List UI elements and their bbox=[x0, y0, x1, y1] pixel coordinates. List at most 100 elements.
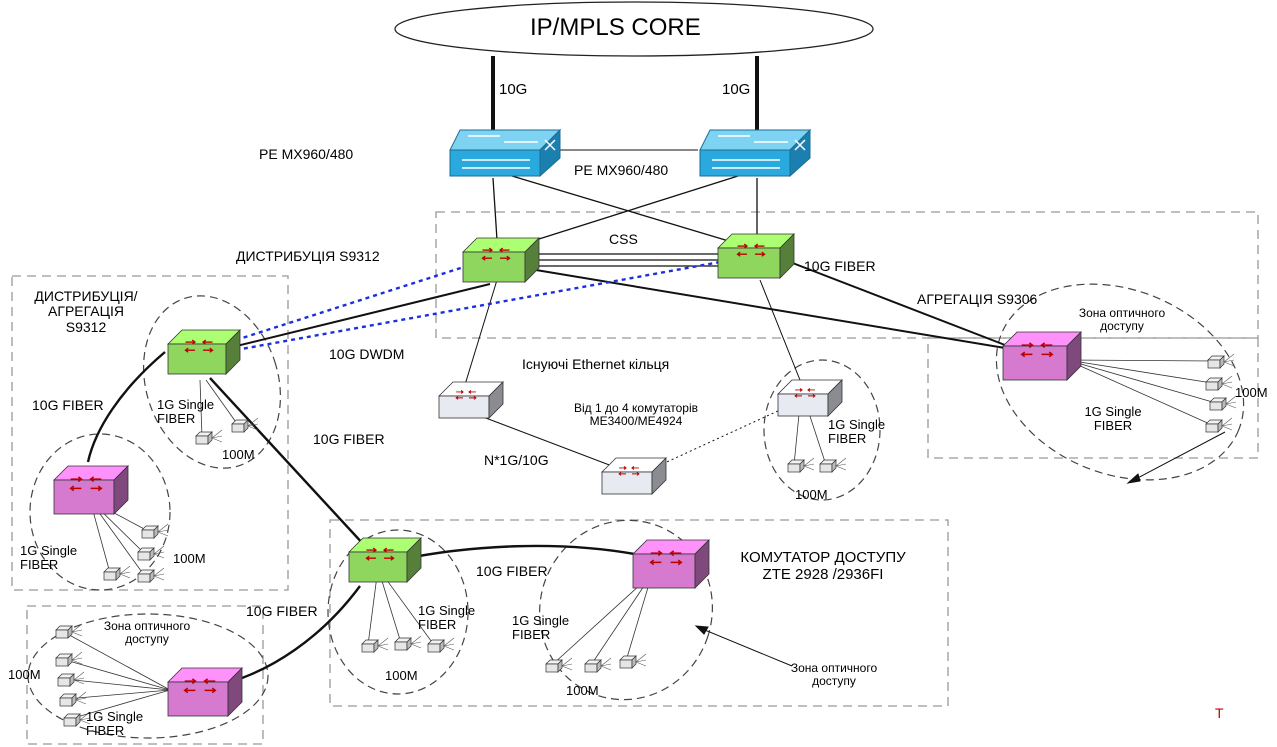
agg-access-node-1 bbox=[1066, 353, 1235, 369]
bottom-left-access-node-4 bbox=[59, 689, 171, 707]
left-speed-bottom-label: 100M bbox=[173, 551, 206, 566]
agg-single-label: 1G Single FIBER bbox=[1078, 404, 1148, 434]
bottom-left-zone-line1: Зона оптичного bbox=[103, 619, 191, 633]
agg-zone-line1: Зона оптичного bbox=[1078, 306, 1166, 320]
left-agg-access-node-4 bbox=[89, 499, 169, 539]
bottom-left-access-node-3 bbox=[57, 671, 171, 691]
access-single-line2: FIBER bbox=[512, 627, 551, 643]
css-label: CSS bbox=[609, 231, 638, 247]
zone-ellipses bbox=[27, 283, 1245, 739]
access-single-line1: 1G Single bbox=[512, 613, 570, 628]
pe-router-left bbox=[449, 128, 562, 178]
distribution-switch-left bbox=[462, 237, 540, 283]
distribution-switch-right bbox=[717, 233, 795, 279]
uplink-left-label: 10G bbox=[499, 81, 528, 98]
dist-agg-line1: ДИСТРИБУЦІЯ/ bbox=[34, 288, 138, 304]
agg-speed-label: 100M bbox=[1235, 385, 1268, 400]
left-fiber-mid-label: 10G FIBER bbox=[313, 431, 385, 447]
left-speed-top-label: 100M bbox=[222, 447, 255, 462]
dist-agg-line3: S9312 bbox=[65, 318, 107, 335]
arrow-agg-zone bbox=[1129, 431, 1226, 483]
ring-speed-label: 100M bbox=[795, 487, 828, 502]
access-title-line1: КОМУТАТОР ДОСТУПУ bbox=[740, 549, 906, 566]
bottom-center-access-node-1 bbox=[361, 567, 389, 653]
access-speed-label: 100M bbox=[566, 683, 599, 698]
pe-right-label: PE MX960/480 bbox=[574, 162, 669, 178]
agg-access-node-3 bbox=[1066, 359, 1237, 411]
distribution-label: ДИСТРИБУЦІЯ S9312 bbox=[236, 248, 380, 264]
left-single-bottom-line1: 1G Single bbox=[20, 543, 78, 558]
ip-mpls-core-ellipse bbox=[394, 1, 874, 57]
access-group-box bbox=[329, 519, 949, 707]
distribution-fiber-label: 10G FIBER bbox=[804, 258, 876, 274]
zone-ellipse-ring-right bbox=[763, 359, 881, 501]
dist-agg-access-node-2 bbox=[205, 379, 259, 433]
access-node-2 bbox=[584, 573, 653, 673]
dist-agg-label: ДИСТРИБУЦІЯ/ АГРЕГАЦІЯ S9312 bbox=[16, 288, 156, 335]
arrow-access-zone bbox=[699, 627, 793, 667]
agg-s9306-label: АГРЕГАЦІЯ S9306 bbox=[917, 291, 1038, 307]
core-title: IP/MPLS CORE bbox=[530, 14, 701, 41]
bottom-center-dist-switch bbox=[348, 537, 422, 583]
left-fiber-label: 10G FIBER bbox=[32, 397, 104, 413]
arrows bbox=[694, 431, 1226, 667]
bottom-center-single-label: 1G Single FIBER bbox=[418, 603, 476, 633]
bottom-left-agg-switch bbox=[167, 667, 243, 717]
pe-router-right bbox=[699, 128, 812, 178]
zone-ellipse-agg-s9306 bbox=[995, 283, 1245, 481]
access-zone-line1: Зона оптичного bbox=[790, 661, 878, 675]
aggregation-group-box bbox=[927, 337, 1259, 459]
ring-single-line1: 1G Single bbox=[828, 417, 886, 432]
dwdm-link-1 bbox=[235, 263, 471, 342]
access-switch-title: КОМУТАТОР ДОСТУПУ ZTE 2928 /2936FI bbox=[728, 549, 918, 583]
agg-single-line2: FIBER bbox=[1093, 418, 1133, 434]
pe-left-label: PE MX960/480 bbox=[259, 146, 354, 162]
agg-switch-s9306 bbox=[1002, 331, 1082, 381]
left-single-top-line2: FIBER bbox=[157, 411, 196, 427]
zone-ellipse-access bbox=[539, 519, 713, 701]
corner-mark: T bbox=[1215, 705, 1224, 721]
bottom-left-speed-label: 100M bbox=[8, 667, 41, 682]
bottom-left-access-node-5 bbox=[63, 689, 171, 727]
ethernet-rings-title: Існуючі Ethernet кільця bbox=[522, 356, 670, 372]
ring-count-line1: Від 1 до 4 комутаторів bbox=[574, 401, 698, 415]
dwdm-link-2 bbox=[235, 260, 721, 352]
bottom-left-access-node-2 bbox=[55, 651, 171, 691]
bottom-left-access-node-1 bbox=[55, 623, 171, 691]
agg-single-line1: 1G Single bbox=[1084, 404, 1142, 419]
dwdm-label: 10G DWDM bbox=[329, 346, 405, 362]
bottom-center-single-line1: 1G Single bbox=[418, 603, 476, 618]
left-single-top-label: 1G Single FIBER bbox=[157, 397, 214, 427]
ring-switch-left bbox=[438, 381, 504, 419]
ring-switch-right bbox=[777, 379, 843, 417]
links bbox=[86, 56, 1006, 684]
left-agg-switch bbox=[53, 465, 129, 515]
ring-count-line2: ME3400/ME4924 bbox=[589, 414, 683, 429]
left-single-bottom-label: 1G Single FIBER bbox=[20, 543, 78, 573]
dist-agg-group-box bbox=[11, 275, 289, 591]
dist-agg-line2: АГРЕГАЦІЯ bbox=[48, 303, 124, 320]
left-single-bottom-line2: FIBER bbox=[20, 557, 59, 573]
bottom-left-single-label: 1G Single FIBER bbox=[86, 709, 144, 739]
agg-access-node-4 bbox=[1066, 359, 1233, 433]
access-node-1 bbox=[545, 573, 653, 673]
access-zone-line2: доступу bbox=[812, 674, 856, 689]
group-boxes bbox=[11, 211, 1259, 745]
ring-n-link-label: N*1G/10G bbox=[484, 452, 549, 468]
bottom-left-group-box bbox=[26, 605, 264, 745]
access-switch-zte bbox=[632, 539, 710, 589]
access-zone-label: Зона оптичного доступу bbox=[774, 661, 894, 689]
dwdm-links bbox=[235, 260, 721, 352]
bottom-left-zone-label: Зона оптичного доступу bbox=[92, 619, 202, 646]
bottom-center-fiber-label: 10G FIBER bbox=[476, 563, 548, 579]
bottom-center-speed-label: 100M bbox=[385, 668, 418, 683]
access-node-3 bbox=[619, 573, 653, 669]
bottom-left-single-line1: 1G Single bbox=[86, 709, 144, 724]
agg-zone-label: Зона оптичного доступу bbox=[1070, 306, 1174, 334]
bottom-center-single-line2: FIBER bbox=[418, 617, 457, 633]
agg-zone-line2: доступу bbox=[1100, 319, 1144, 334]
zone-ellipse-dist-agg bbox=[142, 295, 282, 469]
ring-single-line2: FIBER bbox=[828, 431, 867, 447]
access-single-label: 1G Single FIBER bbox=[512, 613, 570, 643]
